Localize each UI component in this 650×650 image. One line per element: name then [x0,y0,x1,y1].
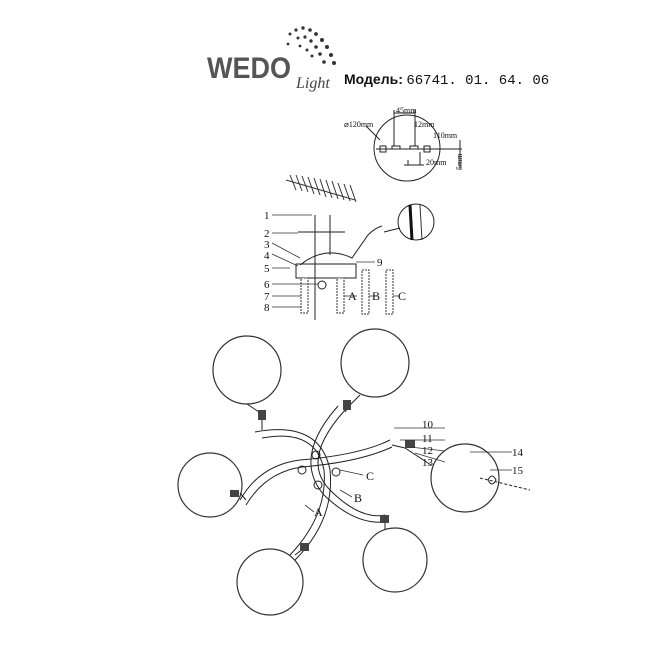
part-label-10: 10 [422,419,434,431]
part-label-8: 8 [264,302,270,314]
dim-45: 45mm [396,106,417,115]
dim-20: 20mm [426,158,447,167]
dim-5: 5mm [455,153,464,170]
part-label-11: 11 [422,433,433,445]
part-label-7: 7 [264,291,270,303]
wedo-light-logo: WEDO Light [207,26,336,92]
part-label-15: 15 [512,465,524,477]
part-label-2: 2 [264,228,270,240]
assembled-chandelier: 10 11 12 13 14 15 C B A [177,328,531,616]
model-label: Модель: [344,71,403,87]
part-label-1: 1 [264,210,270,222]
arm-label-c-top: C [398,289,406,303]
logo-brand-text: WEDO [207,52,291,85]
part-label-5: 5 [264,263,270,275]
dim-110: 110mm [433,131,458,140]
part-label-9: 9 [377,257,383,269]
dim-diameter: ⌀120mm [344,120,374,129]
ceiling-hatch [285,174,357,203]
model-number: 66741. 01. 64. 06 [406,73,550,89]
part-label-13: 13 [422,457,434,469]
dim-12: 12mm [414,120,435,129]
arm-label-b: B [354,491,362,505]
exploded-assembly: 1 2 3 4 5 6 7 8 9 A B C [264,203,435,320]
part-label-3: 3 [264,239,270,251]
arm-label-b-top: B [372,289,380,303]
part-label-4: 4 [264,250,270,262]
part-label-6: 6 [264,279,270,291]
mounting-detail: ⌀120mm 45mm 12mm 110mm 20mm 5mm [344,106,464,182]
arm-label-a: A [314,505,323,519]
part-label-12: 12 [422,445,433,457]
logo-sub-text: Light [295,75,330,92]
arm-label-c: C [366,469,374,483]
part-label-14: 14 [512,447,524,459]
model-caption: Модель: 66741. 01. 64. 06 [344,71,549,89]
arm-label-a-top: A [348,289,357,303]
